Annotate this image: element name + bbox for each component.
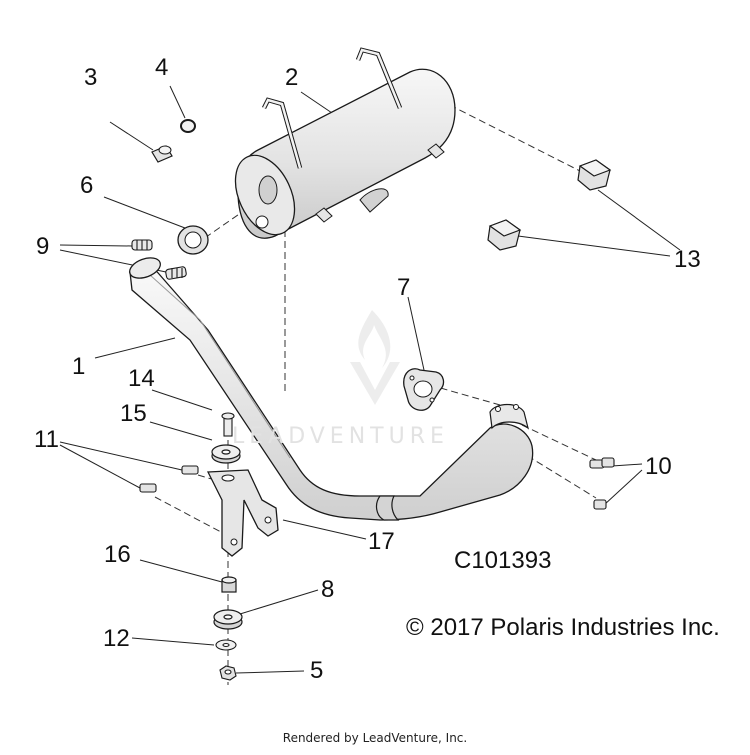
callout-number-11: 11	[34, 426, 59, 453]
head-pipe-part-1	[129, 257, 534, 521]
callout-number-17: 17	[368, 528, 395, 555]
nut-part-5	[219, 665, 237, 681]
gasket-ring-part-6	[177, 225, 209, 255]
callout-number-7: 7	[397, 274, 411, 301]
callout-number-13: 13	[674, 246, 701, 273]
washer-part-4	[180, 119, 196, 133]
bolts-part-10	[589, 457, 615, 510]
leader-lines	[59, 85, 681, 674]
callout-number-8: 8	[321, 576, 335, 603]
springs-part-9	[131, 239, 187, 280]
callout-number-12: 12	[103, 625, 130, 652]
callout-number-9: 9	[36, 233, 50, 260]
grommet-part-3	[151, 145, 173, 163]
callout-number-1: 1	[72, 353, 86, 380]
bolts-part-11	[139, 465, 199, 493]
diagram-code: C101393	[454, 547, 552, 574]
callout-number-2: 2	[285, 64, 299, 91]
pin-part-14	[221, 412, 235, 437]
spacer-part-16	[221, 576, 237, 593]
callout-number-14: 14	[128, 365, 155, 392]
rendered-by-footer: Rendered by LeadVenture, Inc.	[282, 731, 468, 745]
bracket-part-17	[206, 469, 279, 557]
callout-number-10: 10	[645, 453, 672, 480]
outlet-gasket-part-7	[403, 368, 445, 411]
washer-part-12	[215, 639, 237, 651]
callout-number-3: 3	[84, 64, 98, 91]
grommet-part-15	[211, 444, 241, 464]
callout-number-4: 4	[155, 54, 169, 81]
grommet-part-8	[213, 609, 243, 630]
callout-number-16: 16	[104, 541, 131, 568]
callout-number-15: 15	[120, 400, 147, 427]
rubber-mounts-part-13	[487, 159, 612, 251]
watermark-logo	[350, 310, 400, 405]
muffler-part-2	[234, 47, 456, 239]
copyright-notice: © 2017 Polaris Industries Inc.	[406, 614, 720, 641]
callout-number-5: 5	[310, 657, 324, 684]
watermark-text: LEADVENTURE	[232, 424, 449, 449]
callout-number-6: 6	[80, 172, 94, 199]
